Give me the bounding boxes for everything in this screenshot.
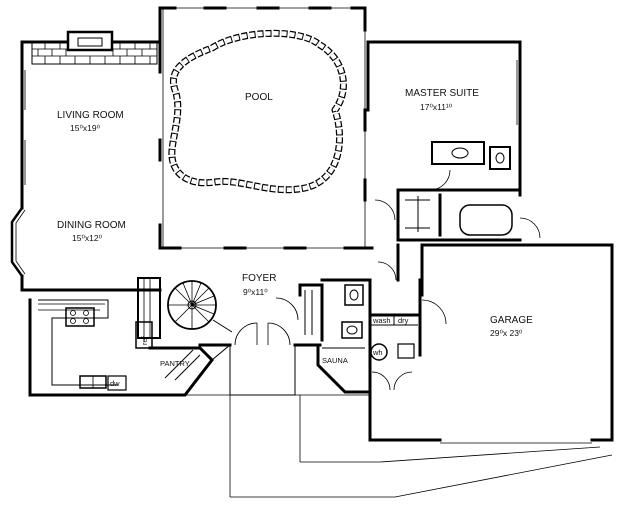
refrigerator-box xyxy=(135,321,153,349)
center-walls xyxy=(118,283,613,498)
toilet-icon xyxy=(495,152,505,164)
pantry-label: PANTRY xyxy=(160,359,190,368)
pool-outline xyxy=(168,29,347,194)
dining-room-label: DINING ROOM xyxy=(57,220,126,231)
dining-room-size: 15⁰x12⁰ xyxy=(72,233,103,243)
dishwasher-box xyxy=(107,375,127,391)
garage-walls xyxy=(368,243,614,444)
service-walls xyxy=(316,243,422,394)
washer-label: wash xyxy=(372,316,391,325)
pool-label: POOL xyxy=(245,92,273,103)
sauna-label: SAUNA xyxy=(322,356,348,365)
water-heater-label: wh xyxy=(372,348,383,357)
garage-size: 29⁰x 23⁰ xyxy=(490,328,523,338)
living-room-label: LIVING ROOM xyxy=(57,110,124,121)
master-suite-size: 17⁰x11¹⁰ xyxy=(420,102,453,112)
foyer-label: FOYER xyxy=(242,273,276,284)
dishwasher-label: dw xyxy=(110,379,120,388)
spiral-stair xyxy=(167,280,233,333)
master-suite-label: MASTER SUITE xyxy=(405,88,479,99)
master-suite-walls xyxy=(366,40,541,242)
kitchen xyxy=(28,277,161,397)
cooktop xyxy=(65,307,95,327)
living-dining-walls xyxy=(10,30,162,292)
refrigerator-label: ref xyxy=(140,335,149,345)
garage-label: GARAGE xyxy=(490,315,533,326)
fireplace xyxy=(66,30,114,52)
dryer-label: dry xyxy=(398,316,409,325)
bathtub xyxy=(459,204,513,236)
vanity xyxy=(431,141,485,165)
pool-courtyard xyxy=(158,6,374,250)
living-room-size: 15⁰x19⁰ xyxy=(70,123,101,133)
water-heater-icon xyxy=(370,343,388,361)
foyer-size: 9⁰x11⁰ xyxy=(243,287,268,297)
